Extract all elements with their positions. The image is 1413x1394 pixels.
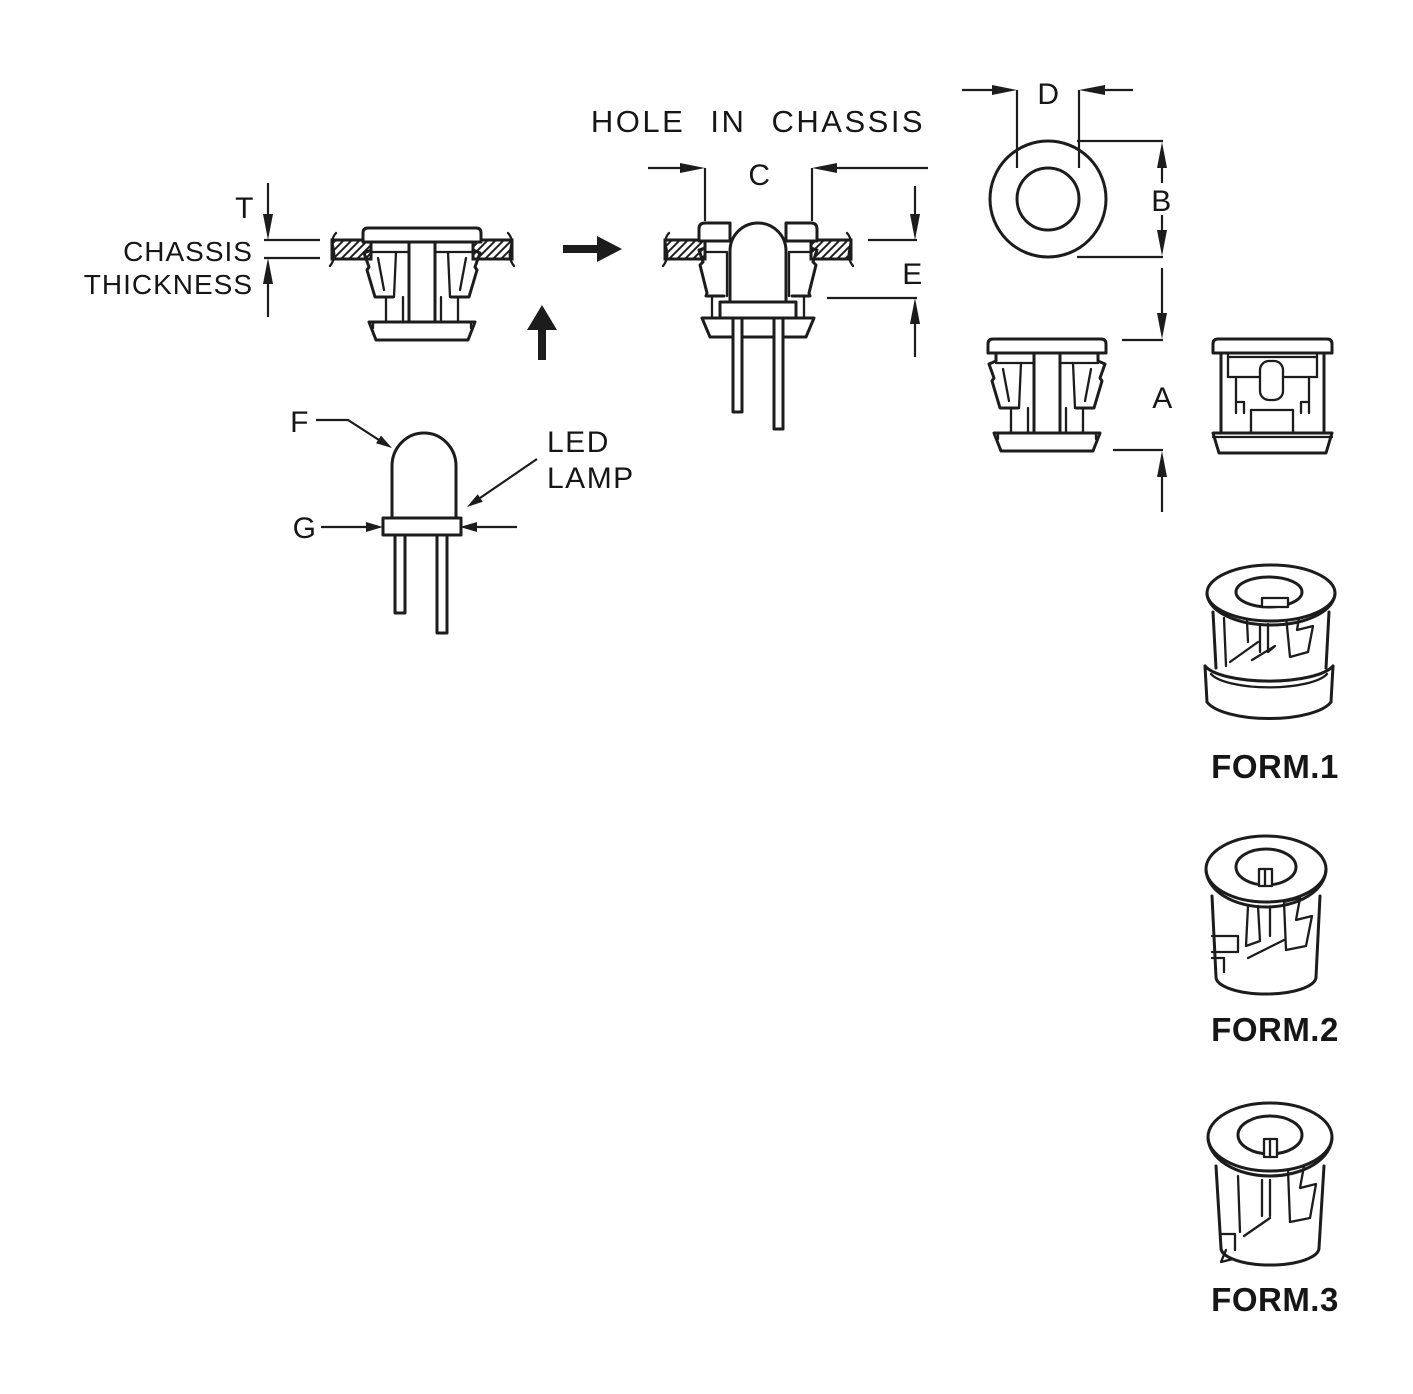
inner-hole-circle: [1015, 166, 1081, 232]
form-3-drawing: [1206, 1101, 1334, 1267]
caption-thickness: THICKNESS: [84, 269, 253, 300]
led-clip-with-lamp: [697, 221, 819, 431]
form-3-figure: FORM.3: [1206, 1101, 1339, 1318]
led-flange: [718, 300, 798, 320]
dim-label-A: A: [1152, 382, 1174, 415]
dim-label-E: E: [902, 258, 924, 291]
dim-T: [263, 183, 320, 317]
dim-E: [827, 186, 920, 357]
led-lamp-drawing: [381, 431, 463, 635]
led-lead-short: [393, 533, 407, 615]
insertion-section-view: HOLE IN CHASSIS C: [591, 104, 928, 431]
led-flange: [381, 516, 463, 537]
form-3-label: FORM.3: [1211, 1281, 1339, 1318]
dim-G: [321, 522, 517, 532]
dim-label-G: G: [293, 512, 318, 545]
dim-C: [648, 163, 928, 221]
leader-F: [316, 418, 392, 448]
arrow-up-icon: [527, 305, 557, 360]
side-view-external: [1211, 337, 1334, 455]
top-view: D B: [962, 78, 1173, 259]
title-hole-in-chassis: HOLE IN CHASSIS: [591, 104, 925, 139]
led-lead-short: [731, 316, 744, 414]
led-lead-long: [772, 316, 785, 431]
dim-label-C: C: [748, 159, 771, 192]
dim-B: [1077, 139, 1167, 259]
arrow-right-icon: [563, 236, 622, 262]
side-views: A: [986, 268, 1334, 512]
side-view-section: [986, 337, 1108, 453]
caption-chassis: CHASSIS: [123, 236, 253, 267]
leader-led-lamp: [467, 458, 538, 507]
dim-label-F: F: [290, 406, 310, 439]
insertion-arrows: [527, 236, 622, 360]
form-1-label: FORM.1: [1211, 748, 1339, 785]
led-clip-section: [361, 226, 483, 342]
form-2-figure: FORM.2: [1204, 834, 1339, 1048]
form-1-drawing: [1203, 563, 1337, 721]
dim-label-T: T: [235, 192, 255, 225]
led-dome: [728, 221, 788, 302]
dim-label-D: D: [1037, 78, 1060, 111]
dim-D: [962, 85, 1133, 168]
form-1-figure: FORM.1: [1203, 563, 1339, 785]
form-2-drawing: [1204, 834, 1328, 996]
label-lamp: LAMP: [547, 462, 635, 495]
dim-A: [1113, 268, 1167, 512]
led-lamp-figure: F G LED LAMP: [290, 406, 635, 635]
led-dome: [390, 431, 458, 518]
installed-section-view: T CHASSIS THICKNESS: [84, 183, 516, 342]
led-lead-long: [435, 533, 449, 635]
dim-label-B: B: [1151, 185, 1173, 218]
label-led: LED: [547, 426, 610, 459]
form-2-label: FORM.2: [1211, 1011, 1339, 1048]
